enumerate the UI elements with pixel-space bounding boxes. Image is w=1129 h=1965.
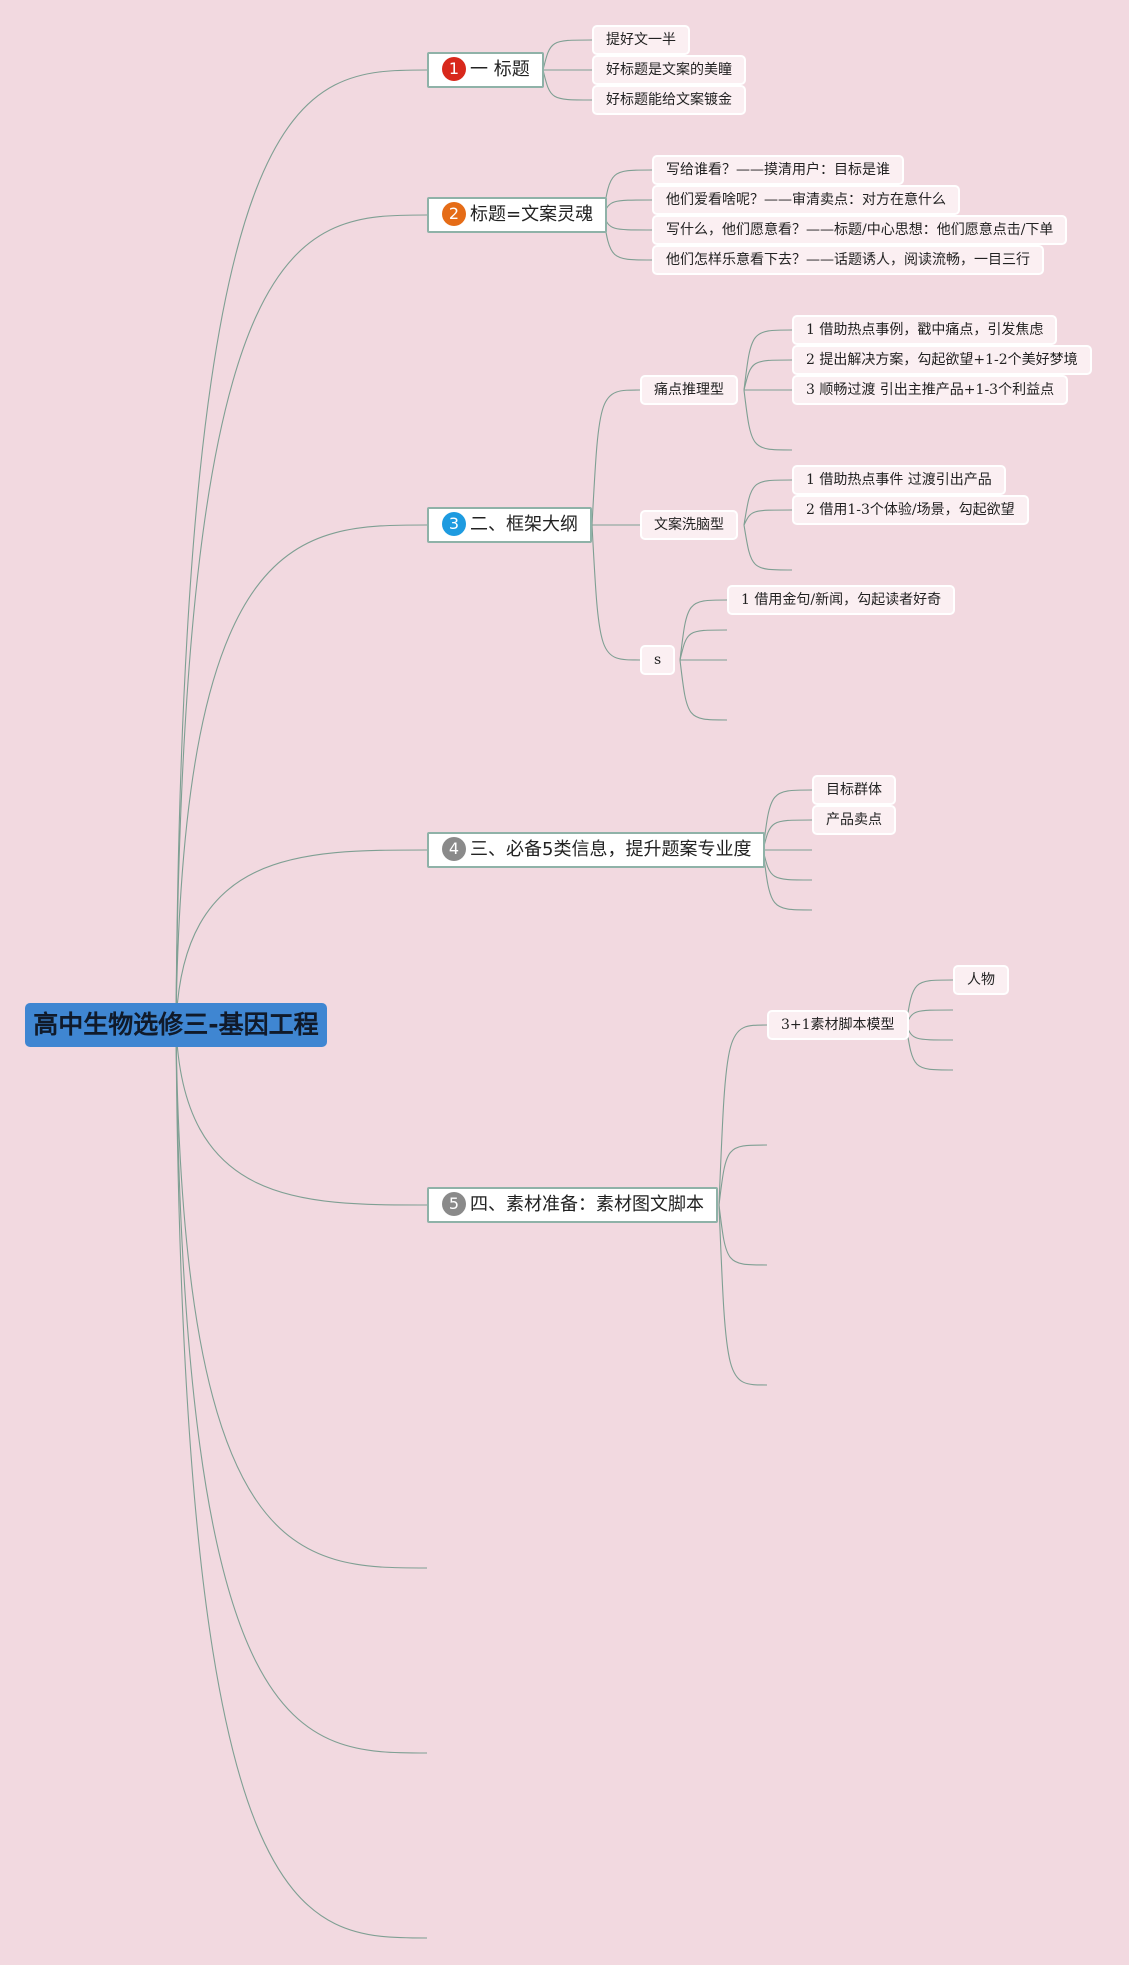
- subtopic[interactable]: 他们爱看啥呢？——审清卖点：对方在意什么: [652, 185, 960, 215]
- connector-line: [743, 479, 793, 526]
- connector-line: [718, 1204, 768, 1266]
- priority-5-icon: 5: [442, 1191, 466, 1216]
- leaf-topic[interactable]: 1 借助热点事件 过渡引出产品: [792, 465, 1006, 495]
- connector-line: [743, 359, 793, 391]
- connector-line: [602, 169, 653, 216]
- subtopic-brainwash[interactable]: 文案洗脑型: [640, 510, 738, 540]
- root-connector-line: [175, 1024, 428, 1569]
- subtopic[interactable]: 写什么，他们愿意看？——标题/中心思想：他们愿意点击/下单: [652, 215, 1068, 245]
- priority-3-icon: 3: [442, 511, 466, 536]
- subtopic-script-model[interactable]: 3+1素材脚本模型: [767, 1010, 909, 1040]
- topic-label: 二、框架大纲: [470, 514, 578, 535]
- root-connector-line: [175, 1024, 428, 1939]
- subtopic[interactable]: 他们怎样乐意看下去？——话题诱人，阅读流畅，一目三行: [652, 245, 1044, 275]
- connector-line: [679, 659, 728, 721]
- leaf-topic[interactable]: 1 借助热点事例，戳中痛点，引发焦虑: [792, 315, 1058, 345]
- topic-label: 三、必备5类信息，提升题案专业度: [470, 839, 752, 860]
- connector-line: [602, 214, 653, 261]
- connector-line: [718, 1204, 768, 1386]
- subtopic[interactable]: 写给谁看？——摸清用户：目标是谁: [652, 155, 904, 185]
- connector-line: [743, 524, 793, 571]
- subtopic-pain-point[interactable]: 痛点推理型: [640, 375, 738, 405]
- topic-label: 一 标题: [470, 59, 530, 80]
- priority-1-icon: 1: [442, 56, 466, 81]
- connector-line: [542, 69, 593, 101]
- connector-line: [762, 849, 813, 881]
- connector-line: [679, 599, 728, 661]
- connector-line: [905, 1024, 954, 1071]
- leaf-topic[interactable]: 2 提出解决方案，勾起欲望+1-2个美好梦境: [792, 345, 1092, 375]
- topic-label: 标题=文案灵魂: [470, 204, 594, 225]
- leaf-topic-person[interactable]: 人物: [953, 965, 1009, 995]
- connector-line: [905, 979, 954, 1026]
- connector-line: [542, 39, 593, 71]
- connector-line: [591, 389, 641, 526]
- topic-label: 四、素材准备：素材图文脚本: [470, 1194, 704, 1215]
- connector-line: [602, 214, 653, 231]
- root-connector-line: [175, 214, 428, 1026]
- connector-line: [762, 819, 813, 851]
- connector-line: [905, 1009, 954, 1026]
- root-connector-line: [175, 69, 428, 1026]
- connector-line: [679, 629, 728, 661]
- connector-line: [718, 1144, 768, 1206]
- connector-line: [762, 789, 813, 851]
- priority-2-icon: 2: [442, 201, 466, 226]
- subtopic-selling-point[interactable]: 产品卖点: [812, 805, 896, 835]
- connector-line: [743, 509, 793, 526]
- connector-line: [591, 524, 641, 661]
- connector-line: [905, 1024, 954, 1041]
- connector-line: [743, 329, 793, 391]
- connector-line: [718, 1024, 768, 1206]
- leaf-topic[interactable]: 3 顺畅过渡 引出主推产品+1-3个利益点: [792, 375, 1069, 405]
- root-connector-line: [175, 849, 428, 1026]
- root-connector-line: [175, 1024, 428, 1754]
- subtopic[interactable]: 好标题是文案的美瞳: [592, 55, 746, 85]
- root-connector-line: [175, 524, 428, 1026]
- root-topic[interactable]: 高中生物选修三-基因工程: [25, 1003, 327, 1047]
- subtopic-target-group[interactable]: 目标群体: [812, 775, 896, 805]
- subtopic-s[interactable]: s: [640, 645, 676, 675]
- root-connector-line: [175, 1024, 428, 1206]
- leaf-topic[interactable]: 2 借用1-3个体验/场景，勾起欲望: [792, 495, 1029, 525]
- connector-line: [762, 849, 813, 911]
- connector-line: [743, 389, 793, 451]
- priority-4-icon: 4: [442, 836, 466, 861]
- subtopic[interactable]: 好标题能给文案镀金: [592, 85, 746, 115]
- connector-line: [602, 199, 653, 216]
- leaf-topic[interactable]: 1 借用金句/新闻，勾起读者好奇: [727, 585, 956, 615]
- subtopic[interactable]: 提好文一半: [592, 25, 690, 55]
